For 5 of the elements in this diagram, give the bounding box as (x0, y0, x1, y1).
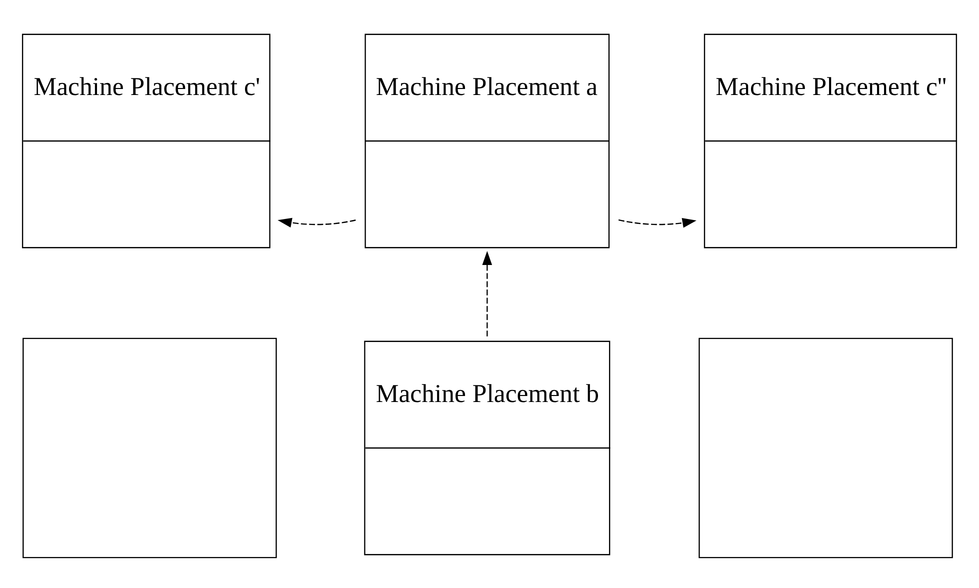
arrow (482, 250, 492, 336)
node-box (698, 337, 953, 558)
arrow (278, 217, 356, 228)
arrow (618, 218, 696, 228)
node-box (22, 337, 277, 558)
